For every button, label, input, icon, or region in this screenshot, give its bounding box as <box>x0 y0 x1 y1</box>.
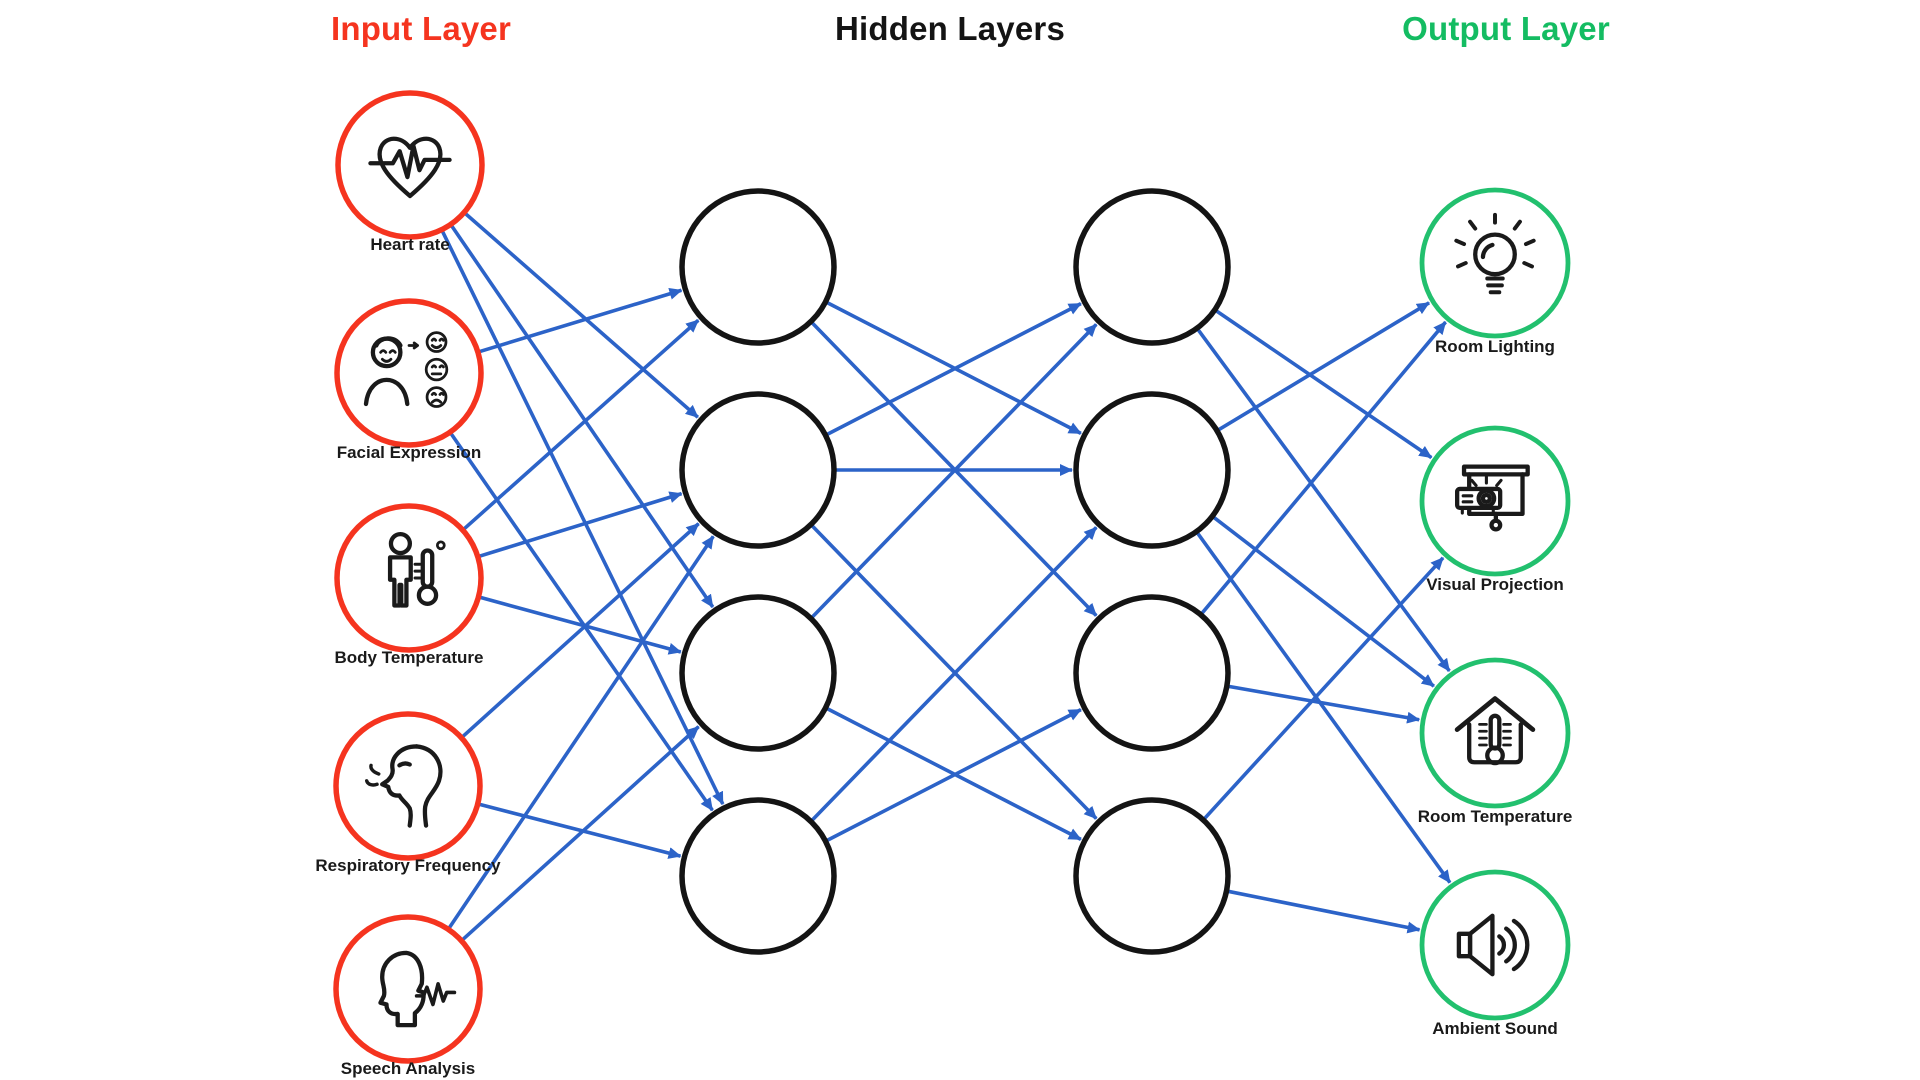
input-node-respiratory-frequency <box>333 711 483 861</box>
output-layer-title: Output Layer <box>1402 10 1610 47</box>
edge-i5-h1b <box>447 535 715 930</box>
hidden1-node-h1b <box>679 391 837 549</box>
edge-h2a-o3 <box>1196 327 1451 673</box>
hidden-layers-title: Hidden Layers <box>834 10 1066 47</box>
facial-expression-icon <box>363 331 449 408</box>
node-label-o2: Visual Projection <box>1426 575 1564 594</box>
speech-analysis-icon <box>378 950 457 1028</box>
input-node-speech-analysis <box>333 914 483 1064</box>
edge-i1-h1c <box>449 224 715 609</box>
edge-h1b-h2a <box>825 302 1082 437</box>
hidden2-node-h2a <box>1073 188 1231 346</box>
node-label-i5: Speech Analysis <box>341 1059 476 1078</box>
edge-h1d-h2c <box>825 708 1082 843</box>
projector-icon <box>1455 464 1530 532</box>
edge-i1-h1d <box>440 229 725 806</box>
body-temperature-icon <box>387 531 446 608</box>
edge-h1c-h2a <box>810 323 1098 619</box>
edges <box>440 211 1452 942</box>
hidden1-node-h1d <box>679 797 837 955</box>
heart-rate-icon <box>368 136 452 199</box>
edge-i2-h1d <box>449 431 714 812</box>
edge-i4-h1d <box>478 802 682 859</box>
node-label-i1: Heart rate <box>370 235 449 254</box>
edge-h2a-o2 <box>1214 308 1433 460</box>
node-label-i4: Respiratory Frequency <box>315 856 501 875</box>
edge-h2c-o3 <box>1227 684 1421 724</box>
node-label-i3: Body Temperature <box>335 648 484 667</box>
edge-h2d-o2 <box>1202 556 1445 821</box>
edge-i3-h1b <box>478 491 683 559</box>
respiratory-frequency-icon <box>364 744 443 828</box>
house-thermometer-icon <box>1454 696 1536 766</box>
output-node-ambient-sound <box>1419 869 1571 1021</box>
node-label-i2: Facial Expression <box>337 443 482 462</box>
edge-i2-h1a <box>478 287 683 354</box>
edge-h2b-o3 <box>1212 515 1435 688</box>
output-node-room-temperature <box>1419 657 1571 809</box>
speaker-icon <box>1456 913 1530 977</box>
edge-i4-h1b <box>460 522 700 739</box>
edge-i3-h1a <box>462 318 700 531</box>
edge-i5-h1c <box>460 725 700 942</box>
edge-h2d-o4 <box>1227 889 1421 934</box>
node-label-o1: Room Lighting <box>1435 337 1555 356</box>
input-node-facial-expression <box>334 298 484 448</box>
hidden2-node-h2c <box>1073 594 1231 752</box>
input-layer-title: Input Layer <box>330 10 512 47</box>
nodes: Heart rate Facial Expression Body Temper… <box>315 90 1573 1078</box>
hidden1-node-h1c <box>679 594 837 752</box>
node-label-o3: Room Temperature <box>1418 807 1573 826</box>
node-label-o4: Ambient Sound <box>1432 1019 1558 1038</box>
edge-i1-h1b <box>463 211 700 419</box>
edge-i3-h1c <box>478 595 682 655</box>
output-node-room-lighting <box>1419 187 1571 339</box>
hidden1-node-h1a <box>679 188 837 346</box>
edge-h2b-o4 <box>1195 531 1452 884</box>
edge-h2b-o1 <box>1216 301 1431 432</box>
edge-h1d-h2b <box>810 526 1098 822</box>
light-bulb-icon <box>1454 212 1536 295</box>
edge-h2c-o1 <box>1200 320 1447 616</box>
hidden2-node-h2b <box>1073 391 1231 549</box>
hidden2-node-h2d <box>1073 797 1231 955</box>
